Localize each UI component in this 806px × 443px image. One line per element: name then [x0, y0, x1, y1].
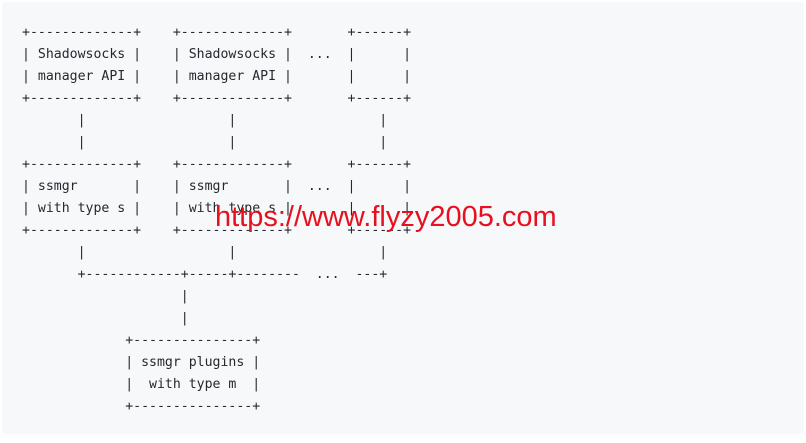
diagram-line: | with type m |	[22, 377, 261, 392]
diagram-line: +------------+-----+-------- ... ---+	[22, 267, 388, 282]
diagram-line: | | |	[22, 245, 388, 260]
diagram-line: +---------------+	[22, 399, 261, 414]
diagram-line: | | |	[22, 135, 388, 150]
diagram-line: +-------------+ +-------------+ +------+	[22, 25, 412, 40]
diagram-line: | with type s | | with type s | | |	[22, 201, 412, 216]
watermark-url: https://www.flyzy2005.com	[215, 201, 557, 233]
architecture-ascii-diagram: +-------------+ +-------------+ +------+…	[22, 22, 411, 418]
diagram-line: | ssmgr plugins |	[22, 355, 261, 370]
diagram-line: | | |	[22, 113, 388, 128]
diagram-line: +---------------+	[22, 333, 261, 348]
diagram-line: |	[22, 311, 189, 326]
diagram-line: +-------------+ +-------------+ +------+	[22, 223, 412, 238]
diagram-line: |	[22, 289, 189, 304]
diagram-line: +-------------+ +-------------+ +------+	[22, 157, 412, 172]
diagram-line: +-------------+ +-------------+ +------+	[22, 91, 412, 106]
diagram-line: | Shadowsocks | | Shadowsocks | ... | |	[22, 47, 412, 62]
diagram-line: | ssmgr | | ssmgr | ... | |	[22, 179, 412, 194]
diagram-line: | manager API | | manager API | | |	[22, 69, 412, 84]
code-block: +-------------+ +-------------+ +------+…	[2, 2, 804, 434]
